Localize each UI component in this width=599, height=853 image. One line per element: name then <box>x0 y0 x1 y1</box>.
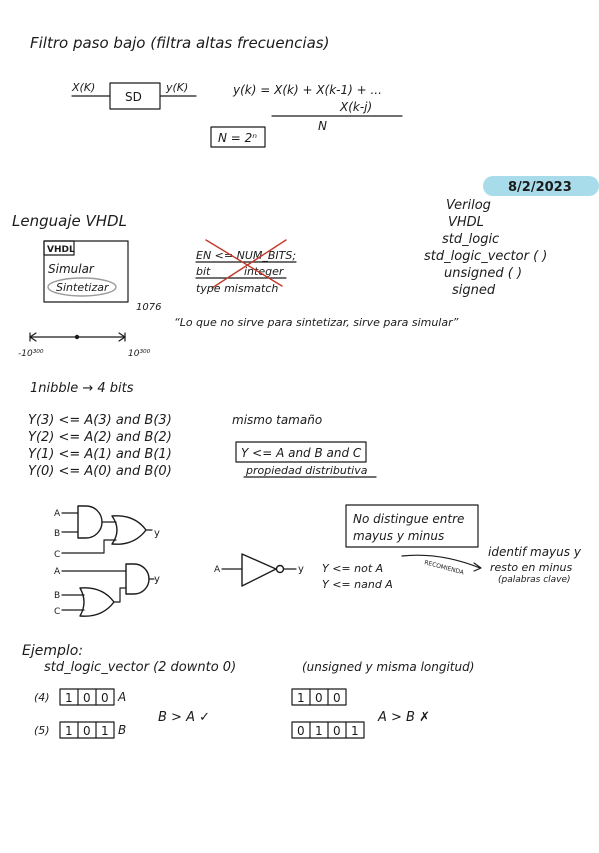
n-formula-box <box>210 126 266 148</box>
filter-equation-tail: X(k-j) <box>339 100 372 114</box>
row1-bit-0: 0 <box>101 691 109 705</box>
rb2-bit-0: 1 <box>351 724 359 738</box>
nand-equation: Y <= nand A <box>322 578 393 591</box>
rb2-bit-1: 0 <box>333 724 341 738</box>
g2-output-y: y <box>154 574 160 585</box>
row2-number: (5) <box>34 724 50 737</box>
same-size-note: mismo tamaño <box>232 413 322 427</box>
row2-bit-register: 1 0 1 <box>59 721 115 739</box>
and-line-3: Y(3) <= A(3) and B(3) <box>28 413 172 428</box>
and-or-circuit: A B C y <box>54 505 160 560</box>
simular-label: Simular <box>48 262 95 276</box>
vector-declaration: std_logic_vector (2 downto 0) <box>44 660 236 675</box>
recommend-arrowhead <box>473 562 482 572</box>
and-line-0: Y(0) <= A(0) and B(0) <box>28 464 172 479</box>
inverter-gate: A y <box>214 553 304 587</box>
row1-bit-2: 1 <box>65 691 73 705</box>
list-signed: signed <box>452 283 496 298</box>
distributive-box <box>235 441 367 463</box>
code-line-1: EN <= NUM_BITS; <box>196 249 296 262</box>
case-box-line-2: mayus y minus <box>353 529 444 543</box>
inv-output-y: y <box>298 564 304 575</box>
identif-note-3: (palabras clave) <box>498 575 571 585</box>
filter-equation-denominator: N <box>318 119 327 133</box>
rb2-bit-2: 1 <box>315 724 323 738</box>
comparison-b-greater-a: B > A ✓ <box>158 710 210 725</box>
row1-number: (4) <box>34 691 50 704</box>
comparison-a-greater-b: A > B ✗ <box>377 710 430 725</box>
sd-block-label: SD <box>125 90 142 104</box>
filter-title: Filtro paso bajo (filtra altas frecuenci… <box>30 34 329 52</box>
type-mismatch-label: type mismatch <box>196 282 278 295</box>
case-insensitive-box <box>345 504 479 548</box>
row2-bit-2: 1 <box>65 724 73 738</box>
not-equation: Y <= not A <box>322 562 383 575</box>
inv-input-a: A <box>214 565 221 575</box>
vhdl-tag-box <box>43 240 75 256</box>
row1-bit-register: 1 0 0 <box>59 688 115 706</box>
g1-input-c: C <box>54 550 60 560</box>
vhdl-box <box>43 240 129 303</box>
row2-bit-1: 0 <box>83 724 91 738</box>
simulation-quote: “Lo que no sirve para sintetizar, sirve … <box>174 316 459 329</box>
example-title: Ejemplo: <box>22 643 83 659</box>
integer-range-line <box>29 332 126 342</box>
rb1-bit-1: 0 <box>315 691 323 705</box>
n-formula: N = 2ⁿ <box>218 131 257 145</box>
row2-bit-0: 1 <box>101 724 109 738</box>
nibble-label: 1nibble → 4 bits <box>30 381 134 396</box>
g1-input-a: A <box>54 509 61 519</box>
row1-bit-1: 0 <box>83 691 91 705</box>
identif-note-1: identif mayus y <box>488 545 582 559</box>
cross-out-stroke-1 <box>205 239 283 287</box>
case-box-line-1: No distingue entre <box>353 512 464 526</box>
distributive-label: propiedad distributiva <box>245 464 368 477</box>
range-min: -10³⁰⁰ <box>18 349 44 359</box>
list-verilog: Verilog <box>446 198 491 213</box>
list-std-logic-vector: std_logic_vector ( ) <box>424 249 547 264</box>
list-std-logic: std_logic <box>442 232 499 247</box>
sd-input-label: X(K) <box>71 81 95 94</box>
rb1-bit-0: 0 <box>333 691 341 705</box>
distributive-equation: Y <= A and B and C <box>241 446 362 460</box>
right-bit-register-2: 0 1 0 1 <box>291 721 365 739</box>
sintetizar-label: Sintetizar <box>56 281 110 294</box>
vhdl-title: Lenguaje VHDL <box>12 212 127 230</box>
row1-name: A <box>117 690 126 704</box>
sd-output-label: y(K) <box>165 81 188 94</box>
rb1-bit-2: 1 <box>297 691 305 705</box>
vhdl-tag: VHDL <box>47 245 75 255</box>
g2-input-a: A <box>54 567 61 577</box>
range-max: 10³⁰⁰ <box>128 349 151 359</box>
g2-input-c: C <box>54 607 60 617</box>
filter-equation-numerator: y(k) = X(k) + X(k-1) + ... <box>232 83 382 97</box>
g2-input-b: B <box>54 591 60 601</box>
and-line-2: Y(2) <= A(2) and B(2) <box>28 430 172 445</box>
date-label: 8/2/2023 <box>508 180 572 195</box>
cross-out-stroke-2 <box>211 239 287 289</box>
unsigned-note: (unsigned y misma longitud) <box>302 660 474 674</box>
hdl-keyword-list: Verilog VHDL std_logic std_logic_vector … <box>424 198 547 298</box>
recommend-arrow <box>401 554 481 569</box>
right-bit-register-1: 1 0 0 <box>291 688 347 706</box>
list-unsigned: unsigned ( ) <box>444 266 522 281</box>
code-integer: integer <box>244 265 285 278</box>
g1-input-b: B <box>54 529 60 539</box>
g1-output-y: y <box>154 528 160 539</box>
vhdl-year: 1076 <box>136 302 161 313</box>
identif-note-2: resto en minus <box>490 561 573 574</box>
and-line-1: Y(1) <= A(1) and B(1) <box>28 447 172 462</box>
row2-name: B <box>118 723 126 737</box>
rb2-bit-3: 0 <box>297 724 305 738</box>
list-vhdl: VHDL <box>448 215 484 230</box>
sintetizar-oval <box>47 277 117 297</box>
date-highlight <box>483 176 599 196</box>
and-or-circuit-2: A B C y <box>54 563 160 617</box>
recomienda-label: RECOMIENDA <box>423 559 465 577</box>
code-bit: bit <box>196 265 211 278</box>
